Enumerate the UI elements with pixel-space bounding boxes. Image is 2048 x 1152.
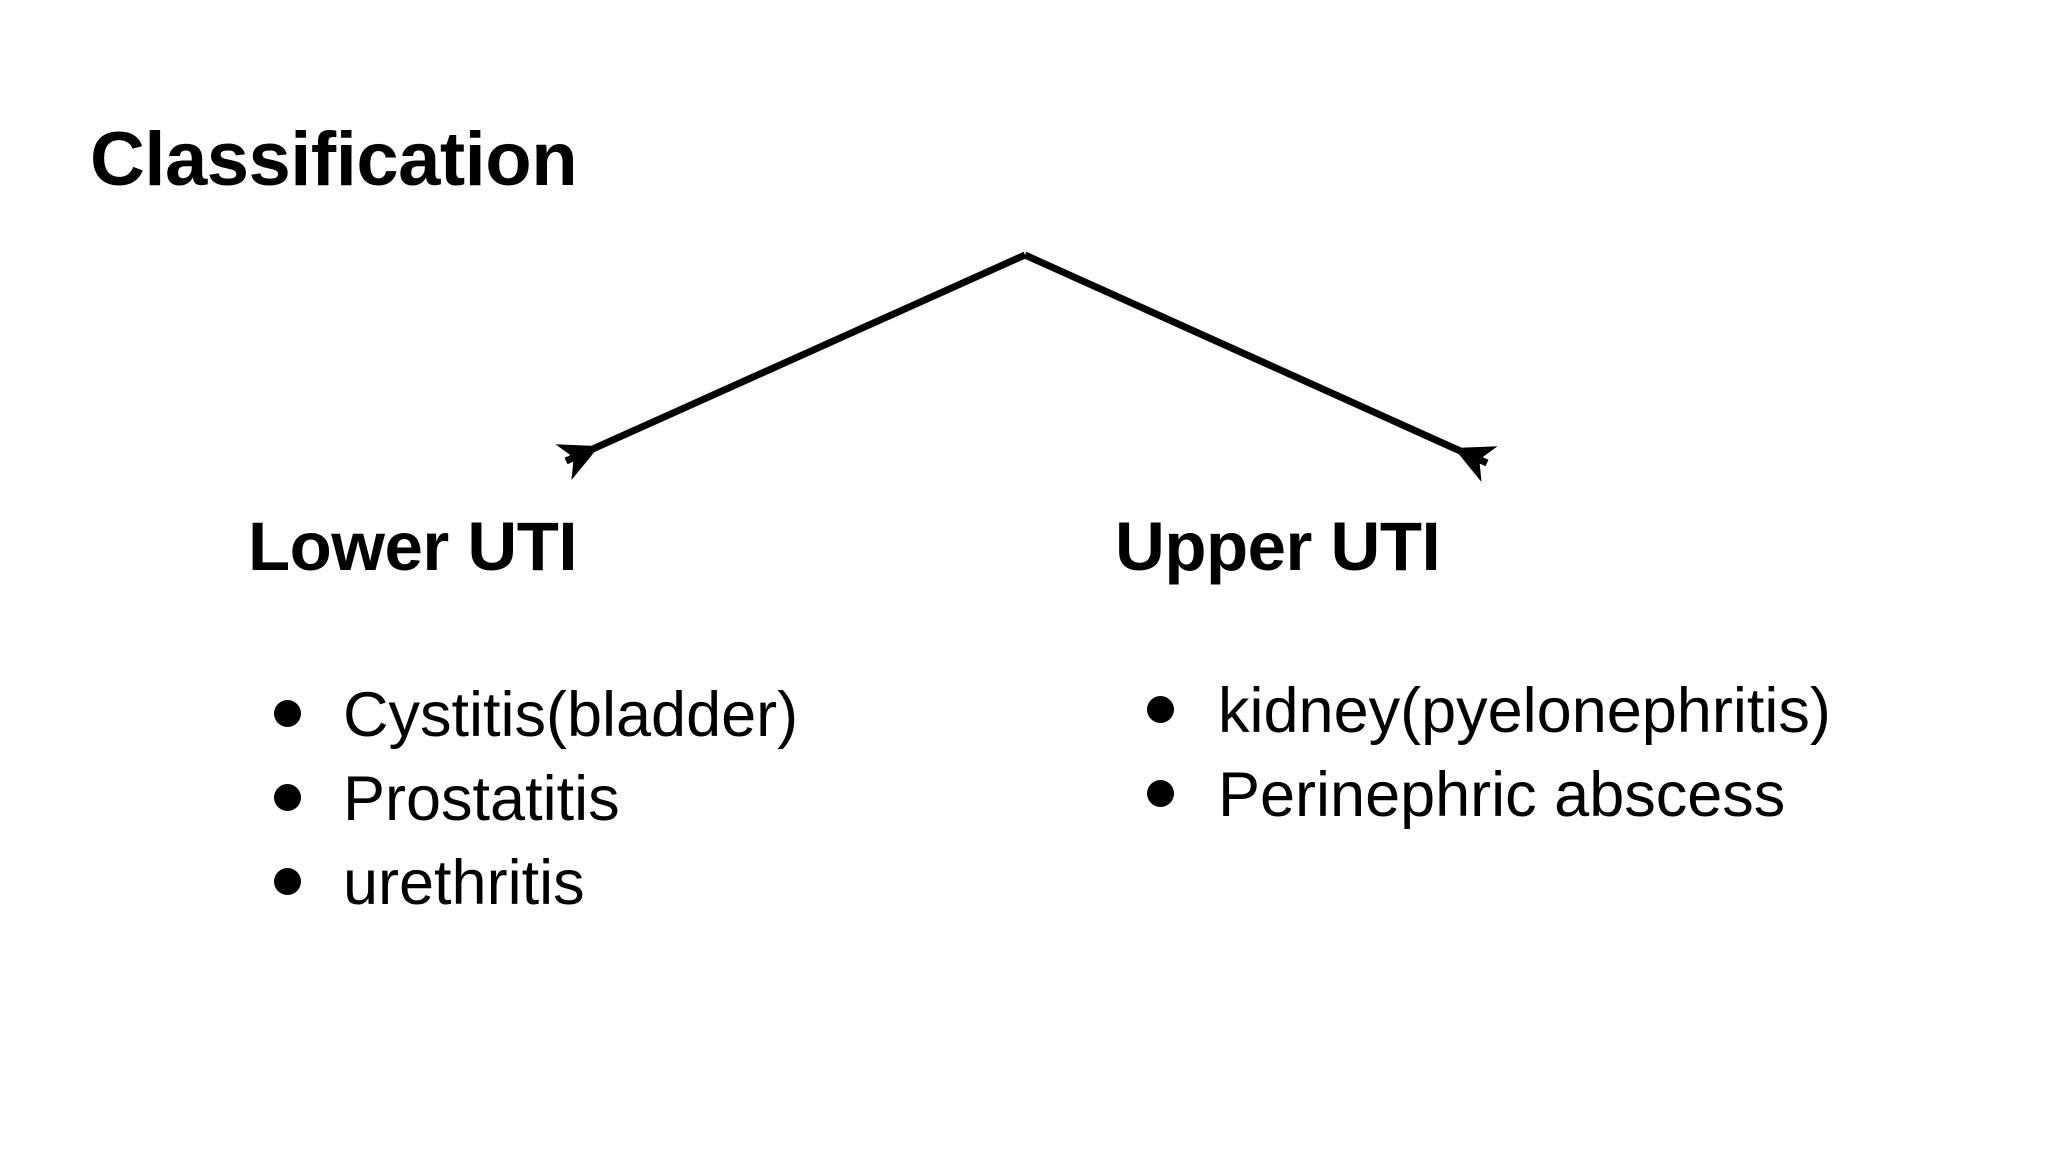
branch-list-lower-uti: Cystitis(bladder) Prostatitis urethritis bbox=[274, 674, 798, 925]
list-item: kidney(pyelonephritis) bbox=[1147, 670, 1831, 754]
branch-lower-uti: Lower UTI Cystitis(bladder) Prostatitis … bbox=[248, 508, 798, 918]
bullet-dot-icon bbox=[274, 867, 301, 895]
page-title: Classification bbox=[90, 117, 578, 202]
list-item-label: urethritis bbox=[343, 847, 585, 918]
bullet-dot-icon bbox=[1147, 696, 1174, 723]
branch-upper-uti: Upper UTI kidney(pyelonephritis) Perinep… bbox=[1115, 508, 1831, 830]
bullet-dot-icon bbox=[274, 700, 301, 727]
list-item-label: kidney(pyelonephritis) bbox=[1218, 676, 1831, 746]
bullet-dot-icon bbox=[1147, 779, 1174, 807]
list-item-label: Perinephric abscess bbox=[1218, 759, 1786, 830]
branch-list-upper-uti: kidney(pyelonephritis) Perinephric absce… bbox=[1147, 670, 1831, 838]
list-item: Perinephric abscess bbox=[1147, 754, 1831, 838]
list-item-label: Prostatitis bbox=[343, 763, 620, 834]
list-item: urethritis bbox=[274, 842, 798, 926]
list-item: Prostatitis bbox=[274, 758, 798, 842]
list-item: Cystitis(bladder) bbox=[274, 674, 798, 758]
branch-heading-upper-uti: Upper UTI bbox=[1115, 508, 1441, 585]
branch-heading-lower-uti: Lower UTI bbox=[248, 508, 578, 585]
arrow-to-lower-uti bbox=[555, 251, 1027, 481]
arrow-to-upper-uti bbox=[1023, 251, 1498, 483]
bullet-dot-icon bbox=[274, 783, 301, 811]
list-item-label: Cystitis(bladder) bbox=[343, 680, 799, 750]
